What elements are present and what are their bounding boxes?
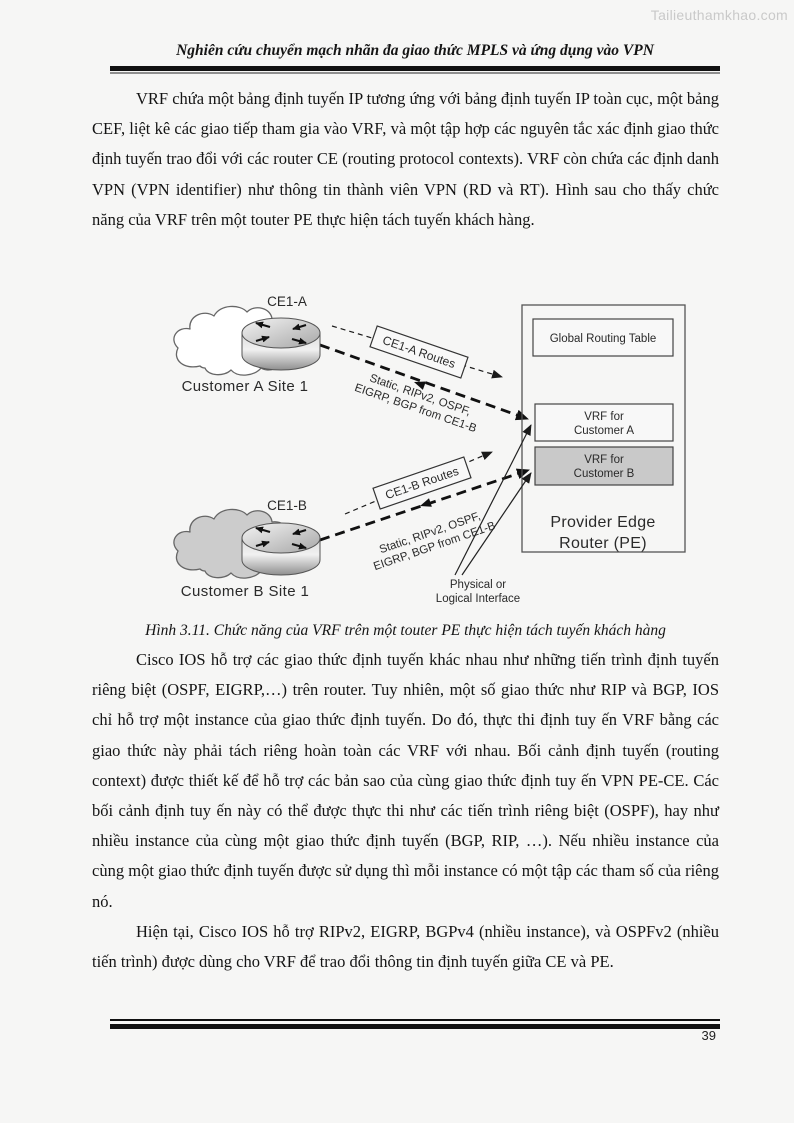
paragraph-routing-contexts: Cisco IOS hỗ trợ các giao thức định tuyế… [92,650,719,911]
interface-arrow-to-vrf-a [454,424,532,576]
paragraph-block-2: Cisco IOS hỗ trợ các giao thức định tuyế… [92,645,719,977]
pe-label-line2: Router (PE) [559,535,647,552]
vrf-b-label-line2: Customer B [574,468,635,480]
vrf-a-label-line1: VRF for [584,411,624,423]
vrf-customer-b-box: VRF for Customer B [534,446,674,486]
vrf-customer-a-box: VRF for Customer A [534,403,674,442]
customer-b-site-label: Customer B Site 1 [181,583,310,600]
arrowhead-return-b [420,498,432,507]
header-rule-shadow [110,71,720,74]
ce1b-device-label: CE1-B [267,498,307,513]
interface-label-line2: Logical Interface [436,593,520,605]
paragraph-vrf-overview: VRF chứa một bảng định tuyến IP tương ứn… [92,89,719,229]
arrowhead-return-a [414,381,426,390]
global-routing-table-label: Global Routing Table [550,333,657,345]
vrf-b-label-line1: VRF for [584,454,624,466]
customer-a-site-label: Customer A Site 1 [182,378,309,395]
figure-caption: Hình 3.11. Chức năng của VRF trên một to… [145,622,666,639]
paragraph-block-1: VRF chứa một bảng định tuyến IP tương ứn… [92,84,719,235]
vrf-a-label-line2: Customer A [574,425,634,437]
pe-router-box [521,304,686,553]
header-rule [110,66,720,71]
interface-label-line1: Physical or [450,579,506,591]
page-header-title: Nghiên cứu chuyển mạch nhãn đa giao thức… [176,42,654,59]
router-ce1b-icon [241,522,321,576]
ce1a-device-label: CE1-A [267,294,307,309]
arrow-ce1a-routes-dashed [331,325,503,379]
page-number: 39 [701,1028,716,1043]
arrow-ce1a-protocols-dashed [319,343,529,421]
ce1a-routes-box: CE1-A Routes [369,325,469,379]
footer-rule-thick [110,1023,720,1029]
router-ce1a-icon [241,317,321,371]
figure-vrf-diagram: CE1-A Routes CE1-B Routes Static, RIPv2,… [173,294,686,605]
pe-label-line1: Provider Edge [550,514,655,531]
interface-arrow-to-vrf-b [461,472,532,576]
watermark-text: Tailieuthamkhao.com [650,7,788,23]
arrow-ce1b-protocols-dashed [319,468,530,542]
ce1b-routes-box: CE1-B Routes [372,456,472,510]
global-routing-table-box: Global Routing Table [532,318,674,357]
footer-rule-thin [110,1019,720,1021]
paragraph-ios-support: Hiện tại, Cisco IOS hỗ trợ RIPv2, EIGRP,… [92,921,719,972]
